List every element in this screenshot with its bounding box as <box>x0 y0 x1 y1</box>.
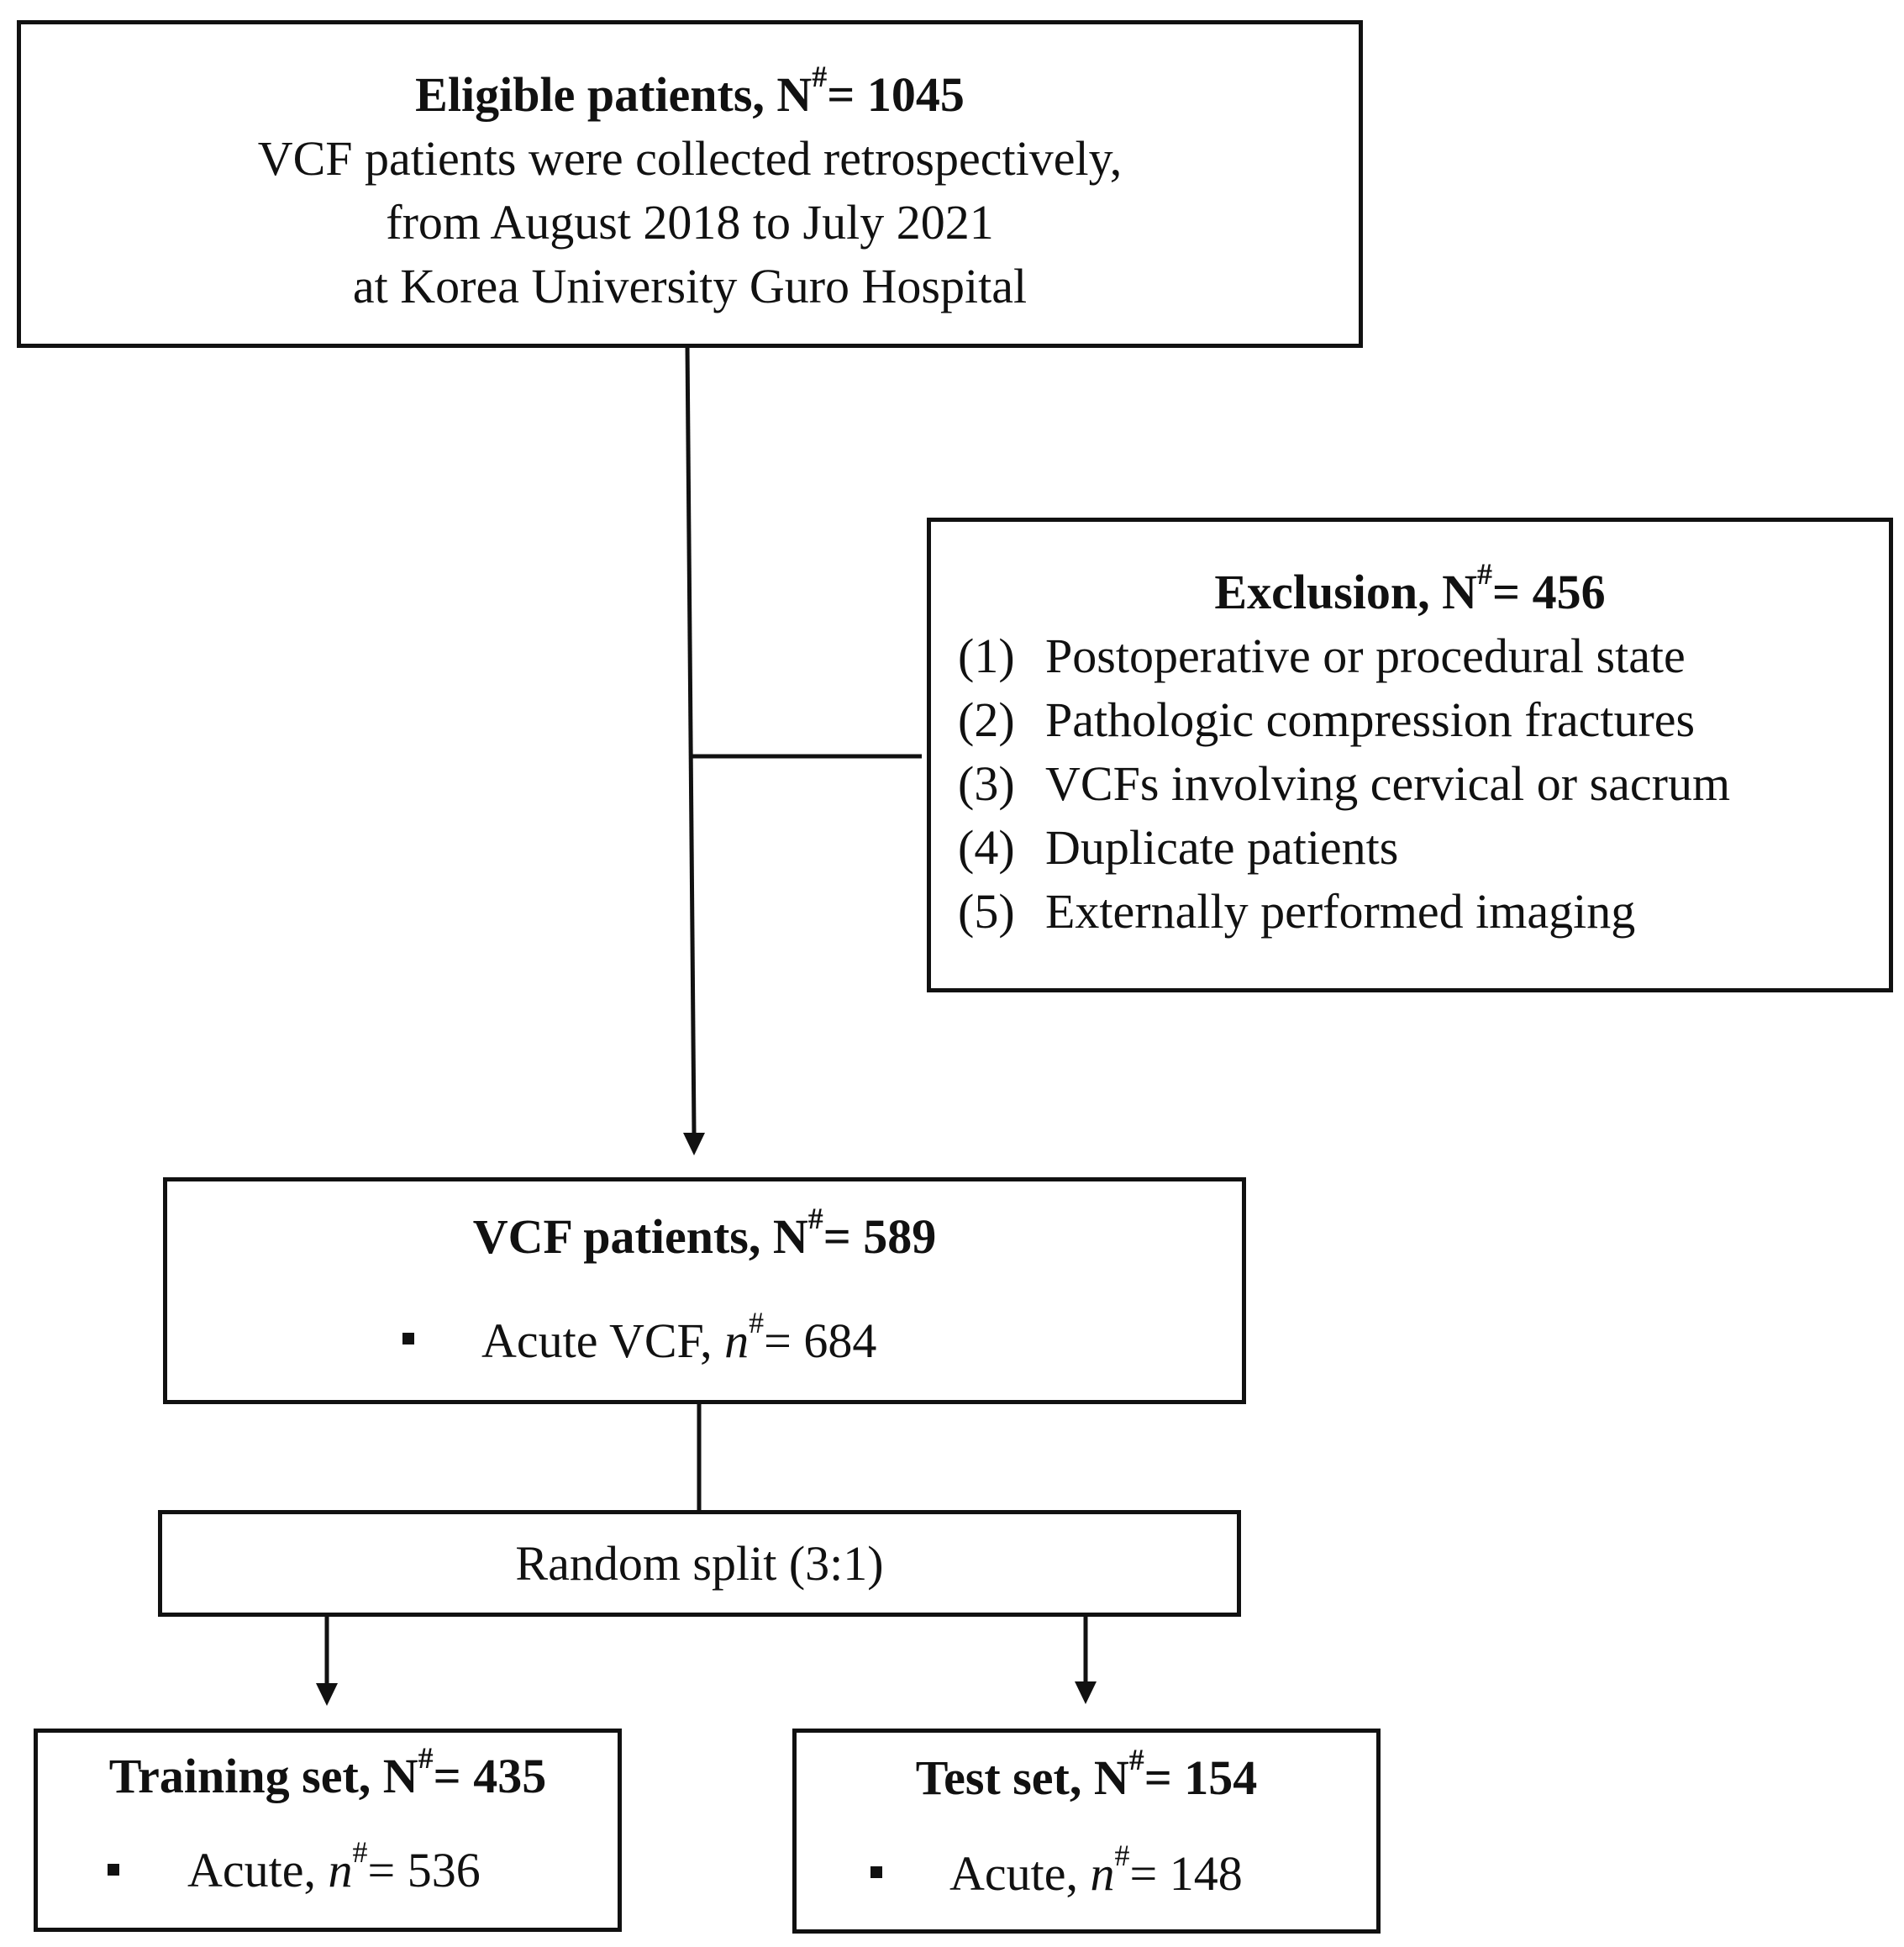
eligible-line-2: from August 2018 to July 2021 <box>386 195 994 250</box>
training-acute-item: Acute, n#= 536 <box>187 1835 481 1897</box>
vcf-acute-item: Acute VCF, n#= 684 <box>481 1306 877 1368</box>
eligible-line-1: VCF patients were collected retrospectiv… <box>257 131 1123 186</box>
bullet-icon <box>402 1333 414 1344</box>
vcf-title: VCF patients, N#= 589 <box>472 1202 937 1264</box>
training-title: Training set, N#= 435 <box>108 1741 547 1803</box>
test-title: Test set, N#= 154 <box>915 1743 1258 1805</box>
random-split-label: Random split (3:1) <box>515 1536 884 1591</box>
exclusion-item: (4)Duplicate patients <box>958 820 1399 875</box>
exclusion-item: (1)Postoperative or procedural state <box>958 629 1686 683</box>
arrowhead-to-training <box>316 1683 338 1706</box>
exclusion-item: (3)VCFs involving cervical or sacrum <box>958 756 1731 811</box>
exclusion-item: (5)Externally performed imaging <box>958 884 1636 939</box>
arrowhead-to-test <box>1075 1681 1097 1704</box>
eligible-title: Eligible patients, N#= 1045 <box>415 60 965 122</box>
vcf-patients-box: VCF patients, N#= 589 Acute VCF, n#= 684 <box>163 1177 1246 1404</box>
exclusion-title: Exclusion, N#= 456 <box>1214 557 1606 619</box>
bullet-icon <box>870 1866 882 1878</box>
test-set-box: Test set, N#= 154 Acute, n#= 148 <box>792 1729 1381 1934</box>
bullet-icon <box>108 1864 119 1876</box>
exclusion-item: (2)Pathologic compression fractures <box>958 692 1696 747</box>
arrowhead-to-vcf <box>683 1133 705 1155</box>
eligible-line-3: at Korea University Guro Hospital <box>352 259 1028 313</box>
training-set-box: Training set, N#= 435 Acute, n#= 536 <box>34 1729 622 1932</box>
connector-eligible-to-vcf <box>685 344 697 1134</box>
eligible-patients-box: Eligible patients, N#= 1045 VCF patients… <box>17 20 1363 348</box>
exclusion-box: Exclusion, N#= 456 (1)Postoperative or p… <box>927 518 1893 992</box>
test-acute-item: Acute, n#= 148 <box>949 1839 1243 1901</box>
random-split-box: Random split (3:1) <box>158 1510 1241 1617</box>
